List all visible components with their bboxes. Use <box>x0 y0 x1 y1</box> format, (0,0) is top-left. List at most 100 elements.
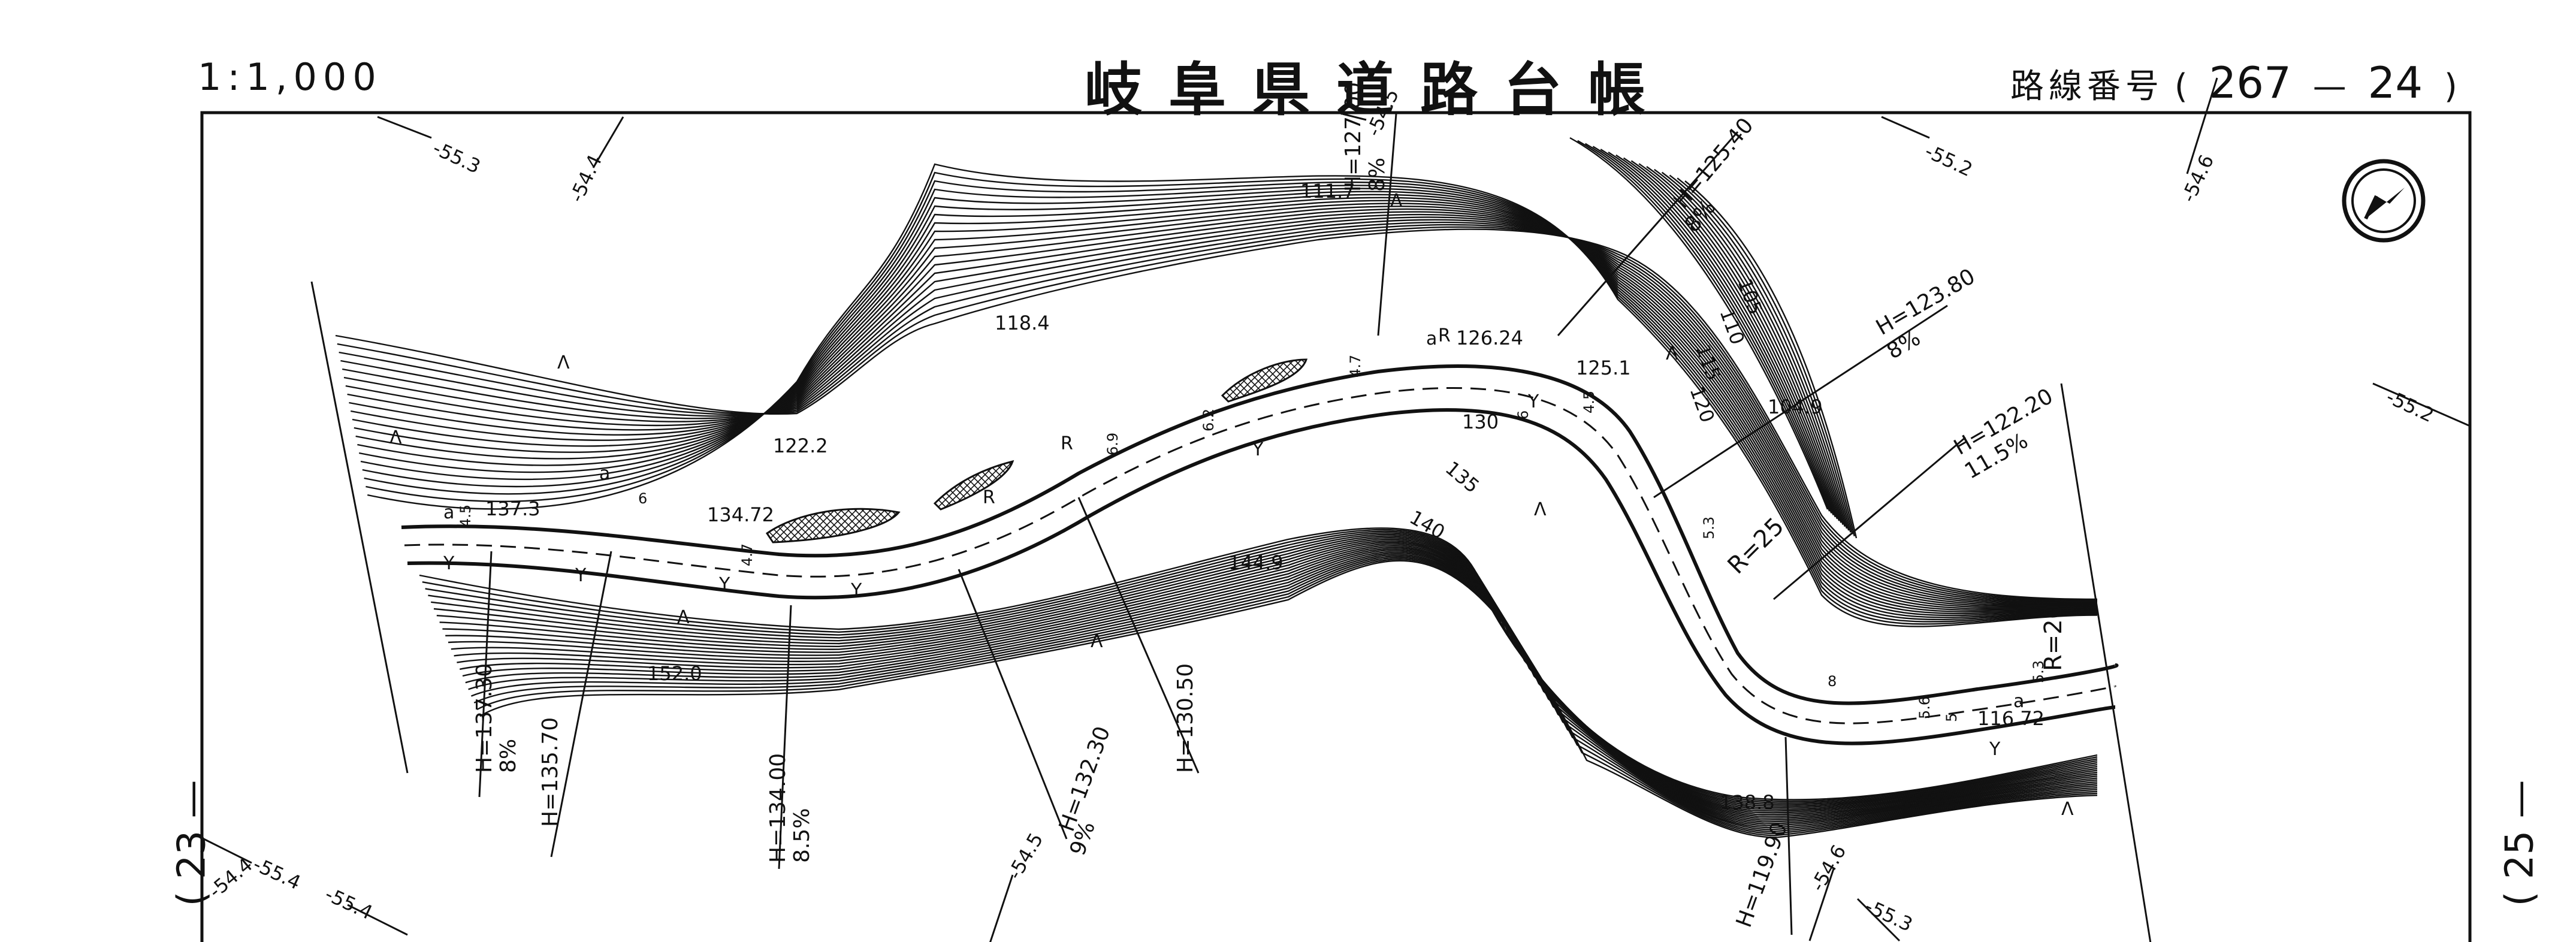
spot-height: 137.3 <box>485 497 540 520</box>
road-width: 4.5 <box>1581 391 1597 413</box>
contour-line <box>454 546 2098 821</box>
grid-value: -54.5 <box>1003 829 1047 883</box>
contour-line <box>1600 149 1836 518</box>
contour-line <box>1677 177 1855 537</box>
contour-line <box>1654 168 1850 531</box>
section-elevation: H=123.80 <box>1872 264 1979 340</box>
contour-line <box>1615 154 1840 521</box>
road-width: 5.6 <box>1916 696 1933 719</box>
map-symbol: Y <box>1527 391 1539 412</box>
contour-line <box>468 554 2098 831</box>
contour-line <box>448 543 2098 817</box>
route-dash: — <box>2312 67 2347 106</box>
route-close-paren: ) <box>2444 67 2457 106</box>
map-symbol: Y <box>1989 739 2001 760</box>
section-elevation: H=134.00 <box>766 753 790 863</box>
spot-height: 152.0 <box>647 662 702 685</box>
road-width: 5.3 <box>2030 660 2047 683</box>
section-leader-lines <box>310 113 2152 942</box>
road <box>401 364 2119 745</box>
contour-line <box>439 538 2098 812</box>
road-width: 5 <box>1943 713 1960 722</box>
grid-value: -54.4 <box>565 151 606 206</box>
contour-line <box>1592 146 1834 516</box>
contour-line <box>1669 174 1853 535</box>
contour-line <box>445 541 2098 816</box>
contour-line <box>479 560 2098 838</box>
grid-value: -54.6 <box>2177 151 2218 206</box>
section-elevation: H=135.70 <box>538 717 563 827</box>
contour-line <box>1684 180 1858 539</box>
curve-radius: R=25 <box>1723 512 1790 579</box>
road-width: 6.2 <box>1200 409 1217 431</box>
road-width: 6 <box>1515 410 1532 419</box>
contour-lines <box>335 137 2098 838</box>
section-elevation: H=119.90 <box>1732 819 1792 931</box>
map-symbol: Y <box>850 580 862 601</box>
spot-height: 104.9 <box>1768 395 1823 418</box>
contour-line <box>470 555 2098 832</box>
map-border <box>200 111 2472 942</box>
contour-line <box>337 226 2098 601</box>
grid-value: -55.4 <box>250 853 304 894</box>
map-symbol: Y <box>718 574 730 595</box>
map-symbol: Λ <box>1666 343 1678 364</box>
map-symbol: a <box>2013 691 2024 712</box>
map-symbol: Λ <box>557 352 570 373</box>
contour-line <box>462 551 2098 827</box>
route-main-number: 267 <box>2209 58 2291 108</box>
spot-height: 122.2 <box>773 434 828 457</box>
contour-line <box>1646 166 1848 529</box>
road-width: 5.3 <box>1701 517 1717 539</box>
contour-line <box>1608 151 1838 520</box>
road-edge-south <box>407 408 2116 745</box>
contour-line <box>354 200 2098 611</box>
spot-height: 125.1 <box>1576 357 1631 379</box>
route-sub-number: 24 <box>2367 58 2423 108</box>
road-centerline <box>404 387 2116 724</box>
road-width: 4.7 <box>739 544 756 566</box>
spot-height: 134.72 <box>707 503 774 526</box>
road-width: 6 <box>638 490 647 507</box>
map-symbol: Λ <box>677 607 690 628</box>
spot-height: 126.24 <box>1456 327 1523 349</box>
section-gradient: 8.5% <box>790 808 814 863</box>
grid-value: -55.2 <box>2383 385 2438 427</box>
spot-height: 138.8 <box>1720 791 1775 814</box>
contour-line <box>1623 157 1842 523</box>
route-label: 路線番号 <box>2010 67 2164 106</box>
map-symbol: Λ <box>1534 499 1547 520</box>
route-open-paren: ( <box>2174 67 2188 106</box>
north-arrow-icon <box>2342 159 2426 243</box>
road-width: 6.9 <box>1104 433 1121 455</box>
contour-line <box>457 548 2098 823</box>
map-symbol: R <box>1438 325 1451 346</box>
hatched-area <box>933 460 1014 511</box>
section-elevation: H=125.40 <box>1669 113 1758 213</box>
map-symbol: a <box>599 463 610 484</box>
map-symbol: Y <box>1252 439 1264 460</box>
contour-line <box>476 558 2098 837</box>
contour-value: 130 <box>1462 410 1499 433</box>
grid-ticks <box>203 77 2469 942</box>
spot-height: 111.7 <box>1300 180 1355 203</box>
map-symbol: a <box>1426 328 1437 349</box>
contour-line <box>355 197 2098 613</box>
contour-line <box>428 532 2098 805</box>
section-elevation: H=127.00 <box>1341 82 1366 192</box>
spot-height: 144.9 <box>1228 551 1284 574</box>
hatched-area <box>765 508 901 544</box>
contour-line <box>367 163 2098 627</box>
curve-radius: R=20 <box>2040 604 2067 671</box>
map-symbol: Λ <box>1390 191 1403 212</box>
contour-line <box>465 552 2098 829</box>
map-symbol: Λ <box>389 427 402 448</box>
road-width: 8 <box>1828 673 1837 690</box>
contour-line <box>442 540 2098 814</box>
road-width: 4.5 <box>457 505 474 527</box>
spot-height: 116.72 <box>1977 707 2045 730</box>
contour-line <box>419 527 2098 801</box>
grid-value: -55.4 <box>322 883 376 924</box>
section-gradient: 8% <box>1365 158 1390 192</box>
